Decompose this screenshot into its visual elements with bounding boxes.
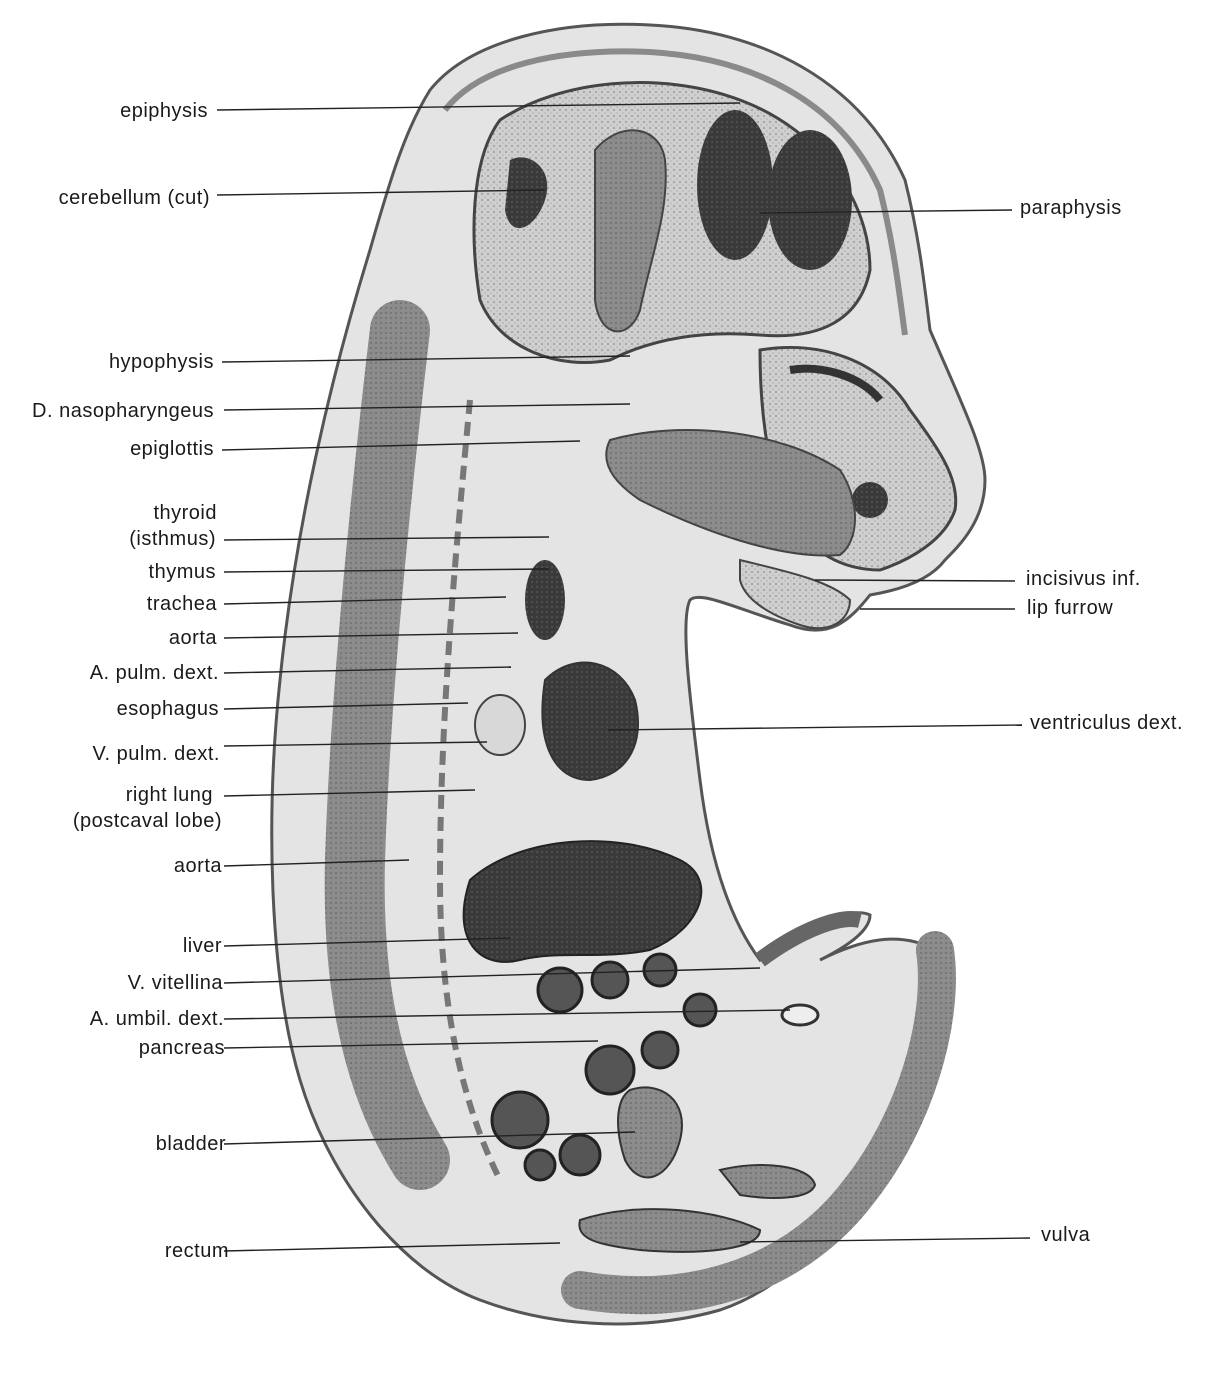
label-a-pulm-dext: A. pulm. dext.	[90, 662, 219, 684]
label-ventriculus-dext: ventriculus dext.	[1030, 712, 1183, 734]
label-vulva: vulva	[1041, 1224, 1090, 1246]
label-thyroid: thyroid	[153, 502, 217, 524]
label-right-lung-lobe: (postcaval lobe)	[73, 810, 222, 832]
label-epiphysis: epiphysis	[120, 100, 208, 122]
label-d-nasopharyngeus: D. nasopharyngeus	[32, 400, 214, 422]
label-thymus: thymus	[149, 561, 216, 583]
label-esophagus: esophagus	[117, 698, 219, 720]
label-thyroid-isthmus: (isthmus)	[129, 528, 216, 550]
label-a-umbil-dext: A. umbil. dext.	[90, 1008, 224, 1030]
label-cerebellum: cerebellum (cut)	[59, 187, 210, 209]
label-hypophysis: hypophysis	[109, 351, 214, 373]
label-trachea: trachea	[147, 593, 217, 615]
label-bladder: bladder	[156, 1133, 226, 1155]
label-aorta-lower: aorta	[174, 855, 222, 877]
label-v-pulm-dext: V. pulm. dext.	[93, 743, 220, 765]
label-paraphysis: paraphysis	[1020, 197, 1122, 219]
label-lip-furrow: lip furrow	[1027, 597, 1113, 619]
heart	[542, 663, 638, 780]
label-epiglottis: epiglottis	[130, 438, 214, 460]
label-right-lung: right lung	[126, 784, 213, 806]
label-v-vitellina: V. vitellina	[128, 972, 223, 994]
label-incisivus-inf: incisivus inf.	[1026, 568, 1141, 590]
label-liver: liver	[183, 935, 222, 957]
label-aorta-upper: aorta	[169, 627, 217, 649]
label-rectum: rectum	[165, 1240, 229, 1262]
label-pancreas: pancreas	[139, 1037, 225, 1059]
